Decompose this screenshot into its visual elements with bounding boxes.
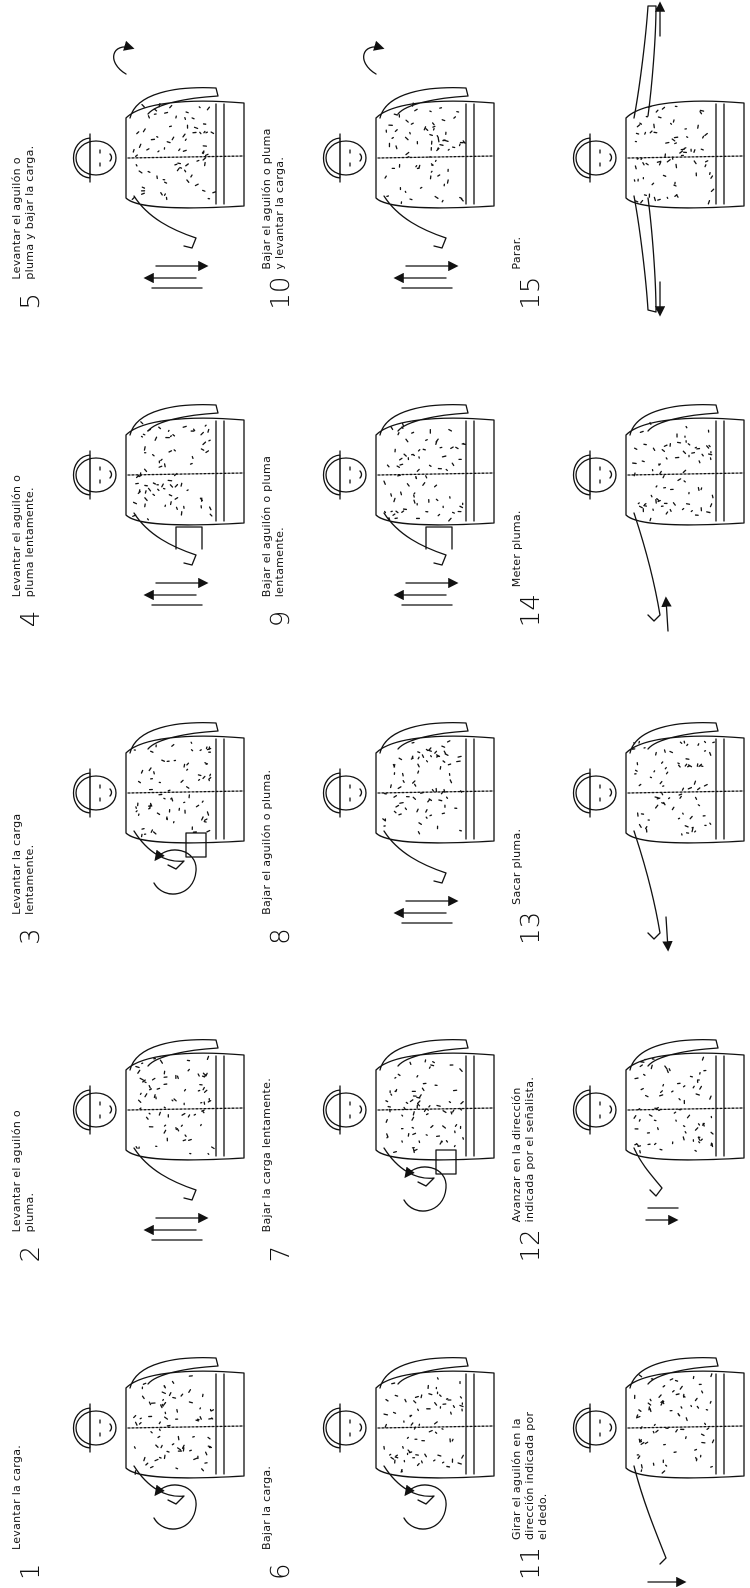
signal-caption: Meter pluma.: [510, 317, 523, 587]
signalman-figure: [574, 722, 745, 948]
signal-cell: 3 Levantar la carga lentamente.: [0, 636, 250, 953]
signal-illustration: [556, 1, 746, 318]
signal-number: 9: [268, 611, 294, 628]
signalman-figure: [574, 4, 745, 314]
signal-cell: 13 Sacar pluma.: [500, 636, 750, 953]
signal-cell: 11 Girar el aguilón en la dirección indic…: [500, 1271, 750, 1588]
signal-illustration: [556, 318, 746, 635]
signal-cell: 10 Bajar el aguilón o pluma y levantar la…: [250, 1, 500, 318]
signalman-figure: [74, 47, 245, 288]
signal-caption: Bajar el aguilón o pluma lentamente.: [260, 327, 286, 597]
signal-cell: 8 Bajar el aguilón o pluma.: [250, 636, 500, 953]
signal-cell: 9 Bajar el aguilón o pluma lentamente.: [250, 318, 500, 635]
signal-caption: Levantar la carga.: [10, 1280, 23, 1550]
signalman-figure: [324, 1358, 495, 1529]
signal-caption: Levantar el aguilón o pluma y bajar la c…: [10, 10, 36, 280]
signal-caption: Bajar la carga lentamente.: [260, 962, 273, 1232]
signal-number: 11: [518, 1547, 544, 1580]
signal-number: 14: [518, 594, 544, 627]
signal-cell: 12 Avanzar en la dirección indicada por e…: [500, 953, 750, 1270]
signal-caption: Parar.: [510, 0, 523, 270]
signal-illustration: [56, 636, 246, 953]
signalman-figure: [74, 1040, 245, 1240]
signalman-figure: [324, 1040, 495, 1211]
signal-cell: 7 Bajar la carga lentamente.: [250, 953, 500, 1270]
signal-caption: Levantar la carga lentamente.: [10, 645, 36, 915]
signal-illustration: [56, 318, 246, 635]
signalman-figure: [324, 47, 495, 288]
signal-cell: 5 Levantar el aguilón o pluma y bajar la …: [0, 1, 250, 318]
signal-illustration: [306, 636, 496, 953]
signalman-figure: [574, 405, 745, 631]
signal-number: 6: [268, 1563, 294, 1580]
signal-illustration: [556, 953, 746, 1270]
signal-caption: Levantar el aguilón o pluma lentamente.: [10, 327, 36, 597]
signal-number: 10: [268, 277, 294, 310]
signalman-figure: [574, 1358, 745, 1582]
signal-number: 5: [18, 293, 44, 310]
signal-illustration: [56, 1, 246, 318]
signal-number: 3: [18, 928, 44, 945]
signal-cell: 4 Levantar el aguilón o pluma lentamente.: [0, 318, 250, 635]
signal-caption: Bajar la carga.: [260, 1280, 273, 1550]
signal-illustration: [306, 953, 496, 1270]
signalman-figure: [74, 1358, 245, 1529]
signal-caption: Sacar pluma.: [510, 635, 523, 905]
signal-caption: Levantar el aguilón o pluma.: [10, 962, 36, 1232]
signal-illustration: [556, 1271, 746, 1588]
signal-cell: 2 Levantar el aguilón o pluma.: [0, 953, 250, 1270]
signal-number: 12: [518, 1229, 544, 1262]
signal-illustration: [56, 953, 246, 1270]
signal-cell: 6 Bajar la carga.: [250, 1271, 500, 1588]
signal-number: 1: [18, 1563, 44, 1580]
signal-caption: Avanzar en la dirección indicada por el …: [510, 952, 536, 1222]
signal-cell: 15 Parar.: [500, 1, 750, 318]
signalman-figure: [574, 1040, 745, 1220]
signalman-figure: [324, 405, 495, 605]
signal-number: 15: [518, 277, 544, 310]
signal-cell: 1 Levantar la carga.: [0, 1271, 250, 1588]
signal-cell: 14 Meter pluma.: [500, 318, 750, 635]
signal-caption: Bajar el aguilón o pluma.: [260, 645, 273, 915]
signalman-figure: [324, 722, 495, 922]
signal-illustration: [306, 318, 496, 635]
signalman-figure: [74, 405, 245, 605]
signal-number: 4: [18, 611, 44, 628]
signal-number: 2: [18, 1246, 44, 1263]
signal-number: 7: [268, 1246, 294, 1263]
signal-illustration: [306, 1271, 496, 1588]
signalman-figure: [74, 722, 245, 893]
signal-illustration: [556, 636, 746, 953]
signal-illustration: [306, 1, 496, 318]
signal-number: 8: [268, 928, 294, 945]
signal-caption: Girar el aguilón en la dirección indicad…: [510, 1270, 549, 1540]
signal-number: 13: [518, 912, 544, 945]
signal-caption: Bajar el aguilón o pluma y levantar la c…: [260, 0, 286, 270]
signal-illustration: [56, 1271, 246, 1588]
